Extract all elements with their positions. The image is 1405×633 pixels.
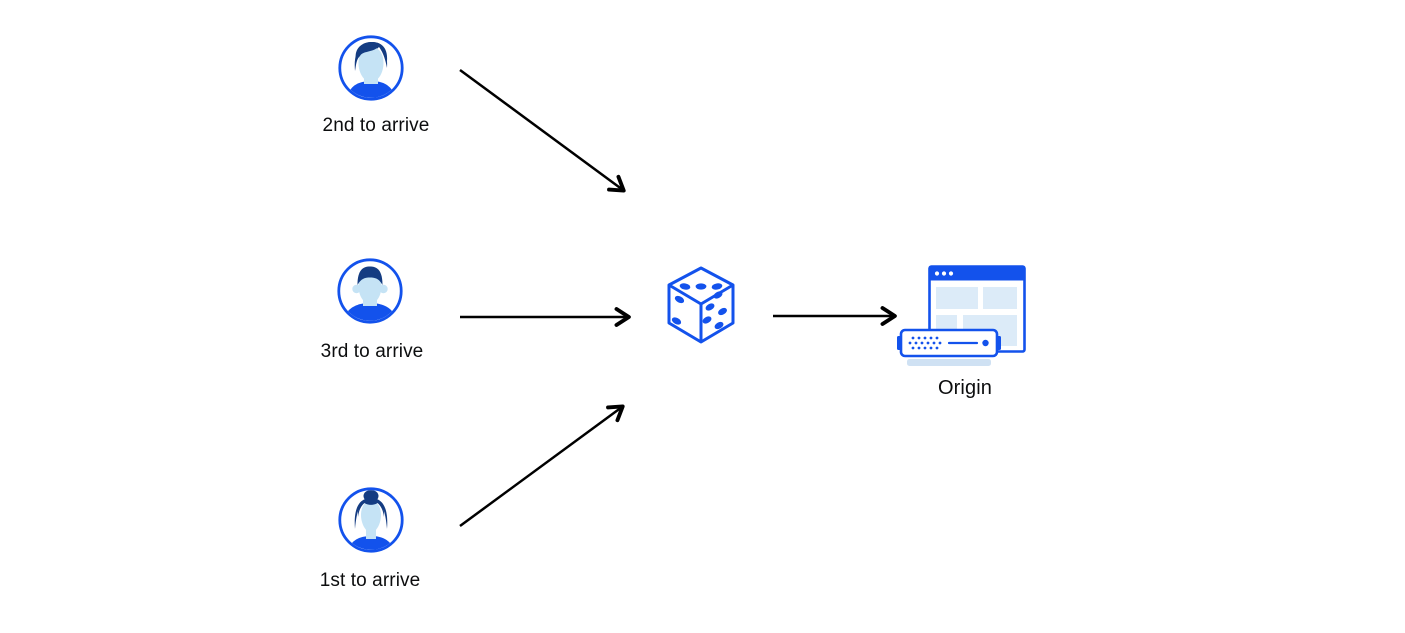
- node-dice: [666, 266, 736, 348]
- label-user-1st: 1st to arrive: [319, 570, 421, 591]
- dice-icon: [667, 266, 735, 344]
- node-user-1st: [338, 487, 404, 553]
- arrow-user-2nd-to-dice: [459, 68, 626, 193]
- node-user-3rd: [337, 258, 403, 324]
- user-avatar-man-flattop-icon: [337, 258, 403, 324]
- label-origin: Origin: [938, 377, 992, 399]
- arrow-user-3rd-to-dice: [460, 307, 631, 327]
- label-user-3rd: 3rd to arrive: [320, 341, 424, 362]
- user-avatar-woman-bun-icon: [338, 487, 404, 553]
- user-avatar-man-swept-hair-icon: [338, 35, 404, 101]
- label-user-2nd: 2nd to arrive: [322, 115, 430, 136]
- arrow-dice-to-origin: [773, 306, 897, 326]
- origin-server-appliance-icon: [896, 328, 1002, 368]
- node-user-2nd: [338, 35, 404, 101]
- arrow-user-1st-to-dice: [459, 404, 625, 528]
